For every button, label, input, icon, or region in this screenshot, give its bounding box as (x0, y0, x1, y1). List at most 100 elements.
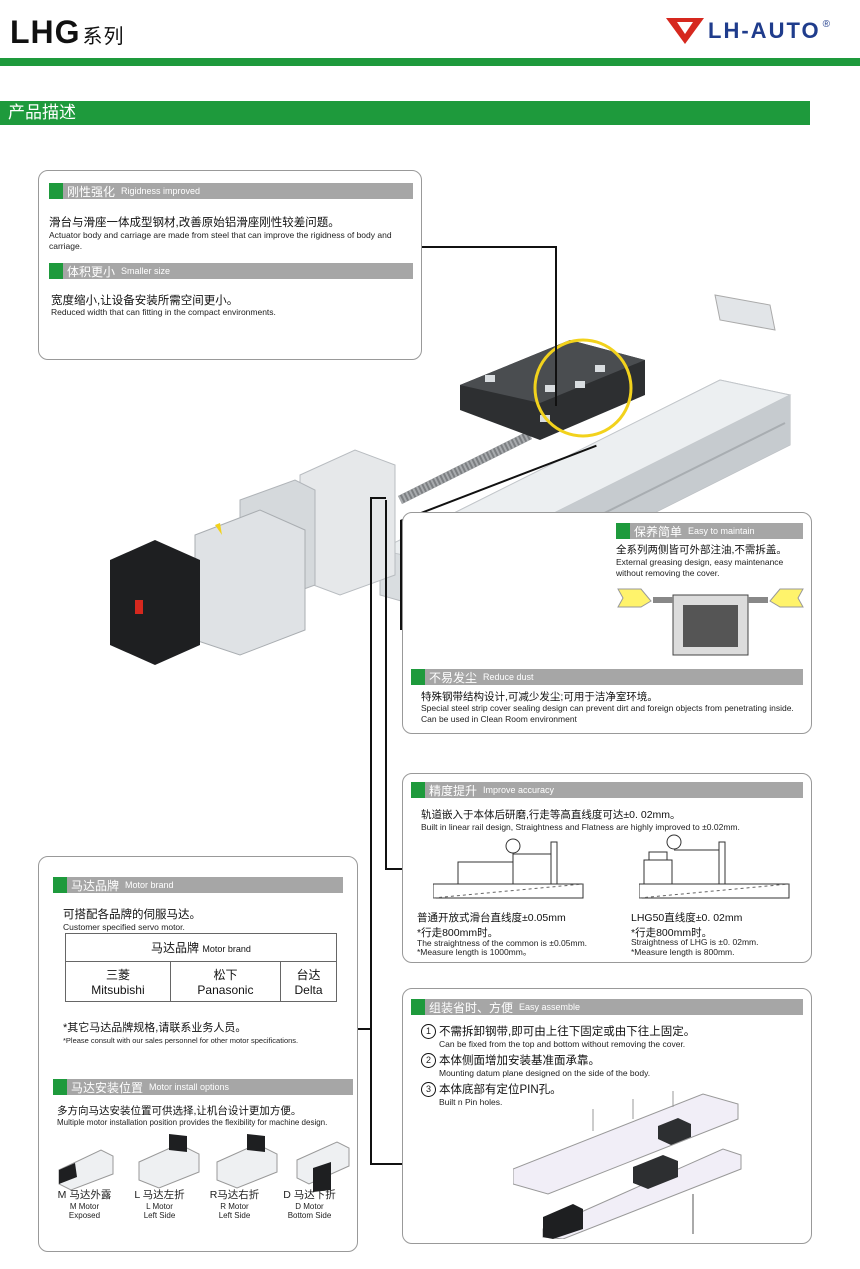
maintain-title-en: Easy to maintain (688, 526, 755, 536)
motor-text-en: Customer specified servo motor. (63, 922, 185, 932)
install-option-en2: Exposed (68, 1211, 101, 1220)
install-option-en1: M Motor (69, 1202, 100, 1211)
lhg-straightness-zh: LHG50直线度±0. 02mm (631, 912, 743, 924)
brand-en: Delta (294, 983, 323, 997)
accuracy-title: 精度提升 Improve accuracy (411, 782, 803, 798)
assemble-item-zh: 本体底部有定位PIN孔。 (439, 1084, 562, 1096)
maintain-text-en: External greasing design, easy maintenan… (616, 557, 784, 578)
brand-mark-icon (666, 18, 705, 44)
connector-line (422, 246, 556, 248)
assemble-item-en: Built n Pin holes. (439, 1097, 503, 1107)
rigidness-title-en: Rigidness improved (121, 186, 201, 196)
common-straightness-en: The straightness of the common is ±0.05m… (417, 938, 588, 948)
motor-note-zh: *其它马达品牌规格,请联系业务人员。 (63, 1022, 247, 1034)
assemble-title: 组装省时、方便 Easy assemble (411, 999, 803, 1015)
lhg-straightness-diagram (639, 834, 790, 899)
install-option-en2: Left Side (218, 1211, 251, 1220)
section-title: 产品描述 (0, 101, 810, 125)
assemble-item-zh: 本体侧面增加安装基准面承靠。 (439, 1055, 600, 1067)
connector-line (370, 1163, 402, 1165)
brand-logo: LH-AUTO ® (666, 18, 830, 44)
rigidness-title: 刚性强化 Rigidness improved (49, 183, 413, 199)
brand-zh: 三菱 (105, 968, 130, 982)
install-option-zh: R马达右折 (209, 1189, 260, 1201)
rigidness-text-zh: 滑台与滑座一体成型钢材,改善原始铝滑座刚性较差问题。 (49, 217, 340, 229)
install-option-zh: L 马达左折 (134, 1189, 185, 1201)
install-option: M 马达外露 M Motor Exposed (47, 1187, 122, 1220)
install-option: L 马达左折 L Motor Left Side (122, 1187, 197, 1220)
smaller-title: 体积更小 Smaller size (49, 263, 413, 279)
common-measure-en: *Measure length is 1000mm。 (417, 947, 532, 957)
install-text-zh: 多方向马达安装位置可供选择,让机台设计更加方便。 (57, 1105, 302, 1117)
brand-en: Panasonic (197, 983, 254, 997)
assemble-panel: 组装省时、方便 Easy assemble 1 不需拆卸钢带,即可由上往下固定或… (402, 988, 812, 1244)
brand-zh: 松下 (213, 968, 238, 982)
smaller-text-en: Reduced width that can fitting in the co… (51, 307, 276, 317)
rigidness-panel: 刚性强化 Rigidness improved 滑台与滑座一体成型钢材,改善原始… (38, 170, 422, 360)
assemble-title-zh: 组装省时、方便 (429, 1000, 514, 1015)
install-option: D 马达下折 D Motor Bottom Side (272, 1187, 347, 1220)
rigidness-text-en: Actuator body and carriage are made from… (49, 230, 392, 251)
motor-title: 马达品牌 Motor brand (53, 877, 343, 893)
brand-zh: 台达 (296, 968, 321, 982)
smaller-title-zh: 体积更小 (67, 264, 116, 279)
smaller-title-en: Smaller size (121, 266, 171, 276)
connector-line (370, 497, 372, 1165)
dust-title: 不易发尘 Reduce dust (411, 669, 803, 685)
install-option-en1: L Motor (146, 1202, 173, 1211)
install-option-zh: D 马达下折 (283, 1189, 336, 1201)
smaller-text-zh: 宽度缩小,让设备安装所需空间更小。 (51, 295, 239, 307)
assemble-item-number: 2 (421, 1052, 436, 1068)
accuracy-panel: 精度提升 Improve accuracy 轨道嵌入于本体后研磨,行走等高直线度… (402, 773, 812, 963)
motor-brand-table-header: 马达品牌 Motor brand (65, 933, 337, 962)
install-text-en: Multiple motor installation position pro… (57, 1118, 328, 1127)
motor-note-en: *Please consult with our sales personnel… (63, 1036, 299, 1045)
brand-name: LH-AUTO (708, 18, 821, 43)
motor-text-zh: 可搭配各品牌的伺服马达。 (63, 909, 201, 921)
connector-line (385, 868, 403, 870)
maintain-title: 保养简单 Easy to maintain (616, 523, 803, 539)
lhg-measure-en: *Measure length is 800mm. (631, 947, 735, 957)
motor-install-options-diagram (58, 1134, 350, 1192)
greasing-diagram (617, 588, 804, 656)
assemble-item: 2 本体侧面增加安装基准面承靠。 (421, 1052, 806, 1068)
common-straightness-zh: 普通开放式滑台直线度±0.05mm (417, 912, 566, 924)
install-option: R马达右折 R Motor Left Side (197, 1187, 272, 1220)
lhg-straightness-en: Straightness of LHG is ±0. 02mm. (631, 937, 759, 947)
assemble-item-en: Mounting datum plane designed on the sid… (439, 1068, 651, 1078)
actuator-illustration (110, 294, 792, 665)
header-divider (0, 58, 860, 66)
install-option-en1: D Motor (295, 1202, 324, 1211)
assemble-item-en: Can be fixed from the top and bottom wit… (439, 1039, 686, 1049)
accuracy-title-en: Improve accuracy (483, 785, 555, 795)
assemble-item-number: 3 (421, 1081, 436, 1097)
install-title-en: Motor install options (149, 1082, 230, 1092)
install-option-en1: R Motor (220, 1202, 249, 1211)
motor-panel: 马达品牌 Motor brand 可搭配各品牌的伺服马达。 Customer s… (38, 856, 358, 1252)
assemble-item: 1 不需拆卸钢带,即可由上往下固定或由下往上固定。 (421, 1023, 806, 1039)
dust-text-en: Special steel strip cover sealing design… (421, 703, 794, 724)
maintain-title-zh: 保养简单 (634, 524, 683, 539)
rigidness-title-zh: 刚性强化 (67, 184, 116, 199)
motor-title-zh: 马达品牌 (71, 878, 120, 893)
assemble-item-number: 1 (421, 1023, 436, 1039)
install-title: 马达安装位置 Motor install options (53, 1079, 353, 1095)
table-head-en: Motor brand (202, 944, 251, 954)
connector-line (355, 1028, 371, 1030)
common-straightness-diagram (433, 838, 584, 899)
common-measure-zh: *行走800mm时。 (417, 927, 499, 939)
assemble-item-zh: 不需拆卸钢带,即可由上往下固定或由下往上固定。 (439, 1026, 696, 1038)
accuracy-title-zh: 精度提升 (429, 783, 478, 798)
assemble-diagram (513, 1091, 742, 1239)
motor-title-en: Motor brand (125, 880, 174, 890)
connector-line (370, 497, 386, 499)
assemble-item: 3 本体底部有定位PIN孔。 (421, 1081, 806, 1097)
table-head-zh: 马达品牌 (151, 941, 200, 955)
dust-title-en: Reduce dust (483, 672, 534, 682)
connector-line (400, 520, 402, 630)
accuracy-text-zh: 轨道嵌入于本体后研磨,行走等高直线度可达±0. 02mm。 (421, 809, 681, 821)
maintain-text-zh: 全系列两侧皆可外部注油,不需拆盖。 (616, 544, 787, 556)
